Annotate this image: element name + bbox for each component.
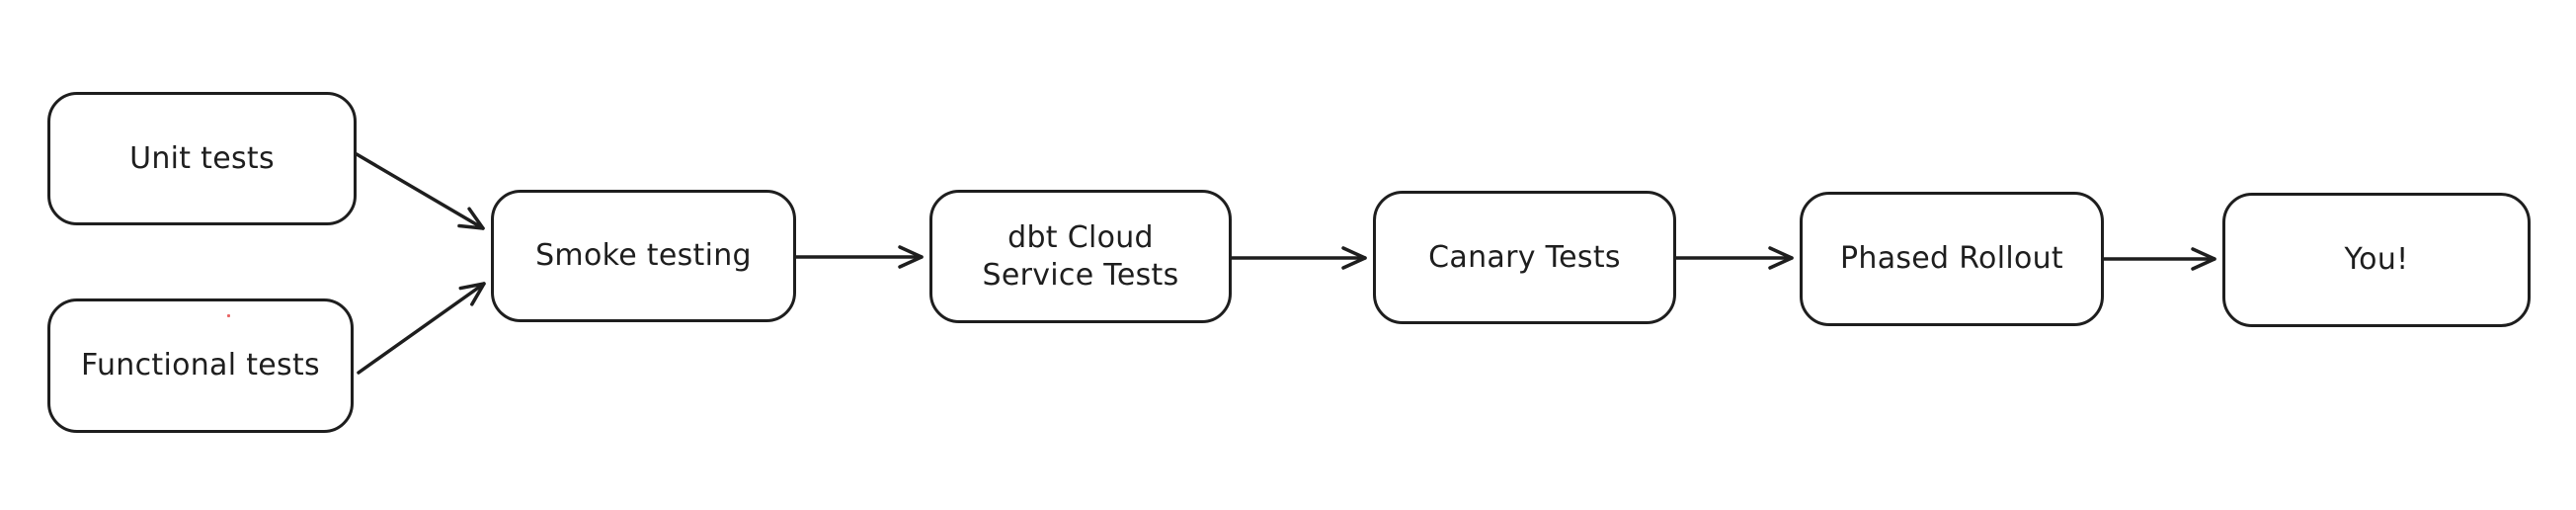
node-functional-tests: Functional tests <box>47 298 354 433</box>
arrow-functional-tests-to-smoke-testing <box>357 282 486 375</box>
node-phased-rollout: Phased Rollout <box>1800 192 2104 326</box>
node-canary-tests: Canary Tests <box>1373 191 1676 324</box>
node-unit-tests: Unit tests <box>47 92 357 225</box>
node-canary-tests-label: Canary Tests <box>1428 239 1621 275</box>
red-dot-artifact <box>227 314 230 317</box>
node-dbt-cloud-service-tests: dbt Cloud Service Tests <box>929 190 1232 323</box>
node-smoke-testing: Smoke testing <box>491 190 796 322</box>
node-phased-rollout-label: Phased Rollout <box>1839 241 2063 276</box>
node-dbt-cloud-service-tests-label: dbt Cloud Service Tests <box>982 219 1179 293</box>
node-you-label: You! <box>2344 242 2409 277</box>
node-functional-tests-label: Functional tests <box>81 348 320 382</box>
arrow-unit-tests-to-smoke-testing <box>355 152 485 230</box>
node-smoke-testing-label: Smoke testing <box>535 238 752 273</box>
node-unit-tests-label: Unit tests <box>129 140 275 176</box>
node-you: You! <box>2222 193 2531 327</box>
